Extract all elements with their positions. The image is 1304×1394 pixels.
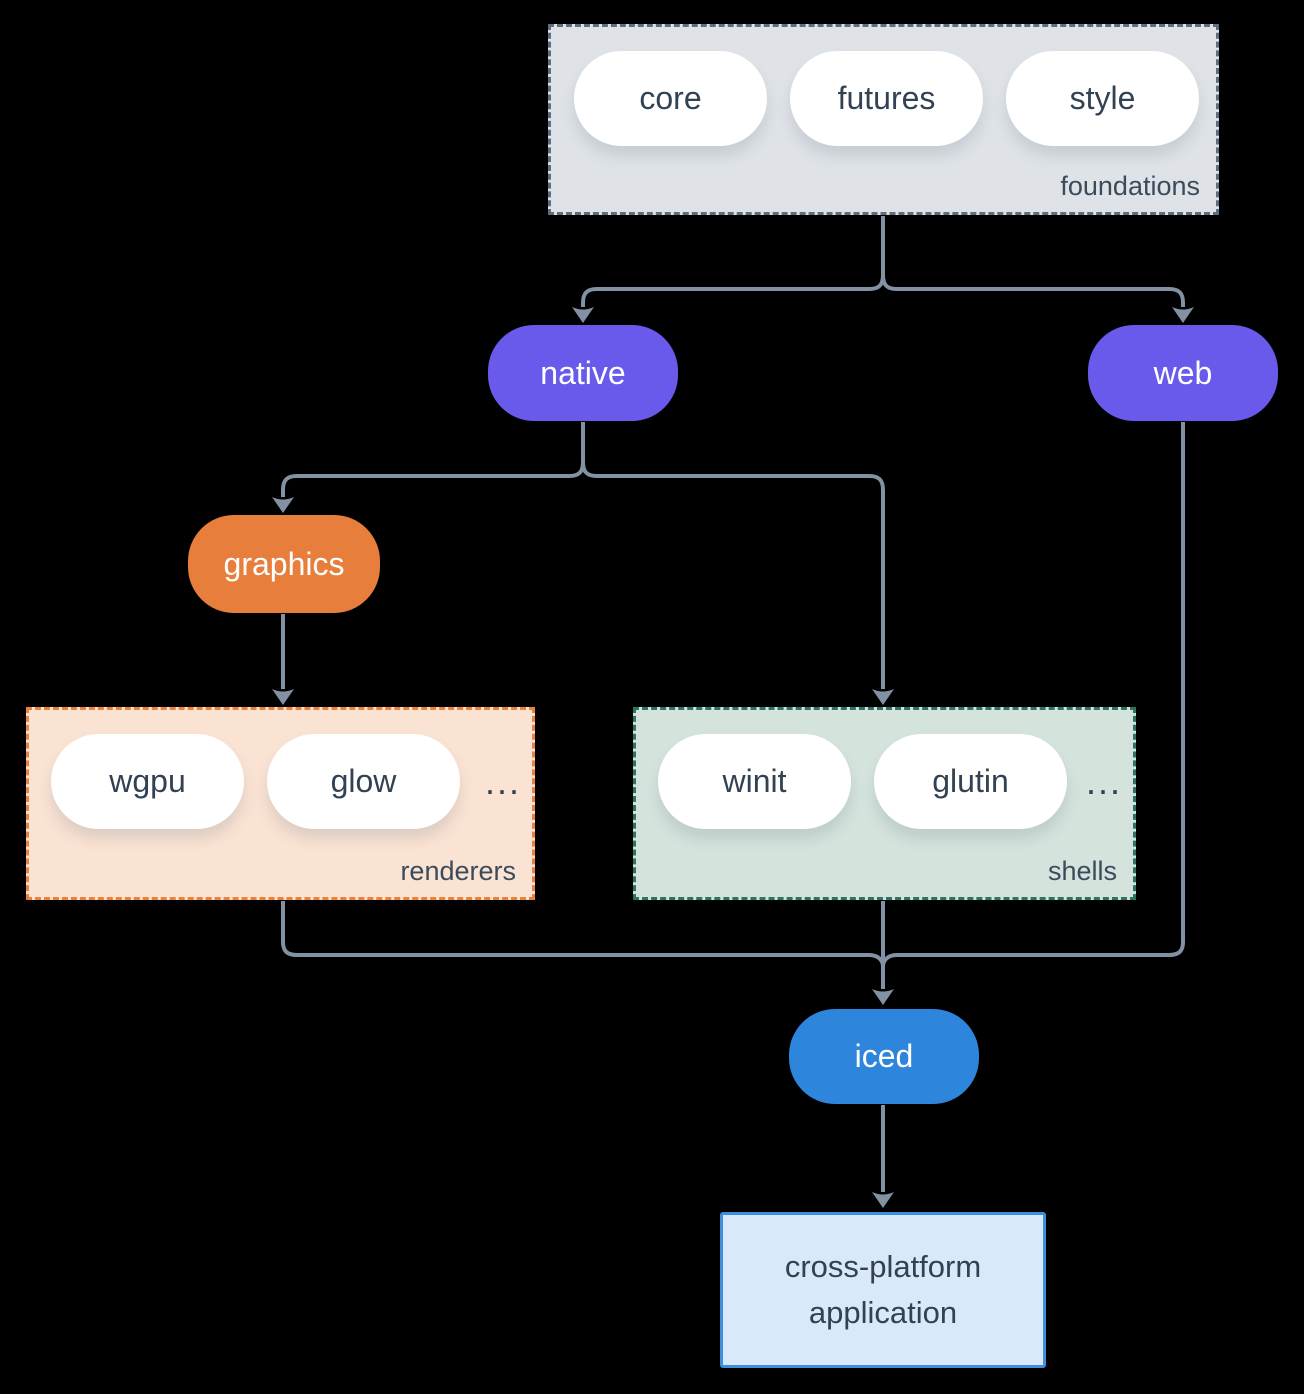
arrowhead-to-graphics [272,497,294,513]
node-wgpu-label: wgpu [109,763,186,799]
node-graphics-label: graphics [223,545,345,582]
shells-ellipsis: ... [1085,760,1122,802]
node-glutin-label: glutin [932,763,1009,799]
foundations-group: core futures style foundations [548,24,1219,215]
arrowhead-to-shells [872,689,894,705]
arrowhead-to-application [872,1192,894,1208]
shells-group: winit glutin ... shells [633,707,1136,900]
connector-foundations-to-native-web [572,216,1194,323]
node-native: native [488,325,678,421]
shells-group-label: shells [1047,856,1117,886]
application-label-line1: cross-platform [784,1249,982,1284]
arrowhead-to-web [1172,307,1194,323]
node-iced-label: iced [854,1038,914,1074]
arrowhead-to-renderers [272,689,294,705]
node-glow: glow [267,734,460,829]
renderers-group-label: renderers [400,856,516,886]
arrowhead-to-iced [872,989,894,1005]
foundations-group-label: foundations [1060,171,1200,201]
renderers-group: wgpu glow ... renderers [26,707,535,900]
node-native-label: native [540,354,626,391]
node-style-label: style [1069,80,1136,116]
node-iced: iced [789,1009,979,1104]
application-label-line2: application [808,1295,958,1330]
node-web-label: web [1153,354,1213,391]
node-wgpu: wgpu [51,734,244,829]
node-winit: winit [658,734,851,829]
node-style: style [1006,51,1199,146]
node-glow-label: glow [330,763,397,799]
node-futures: futures [790,51,983,146]
connector-graphics-to-renderers [272,614,294,705]
node-winit-label: winit [722,763,787,799]
node-futures-label: futures [837,80,936,116]
renderers-ellipsis: ... [484,760,521,802]
arrowhead-to-native [572,307,594,323]
node-web: web [1088,325,1278,421]
node-core: core [574,51,767,146]
node-graphics: graphics [188,515,380,613]
node-cross-platform-application: cross-platform application [720,1212,1046,1368]
connector-iced-to-application [872,1105,894,1208]
node-core-label: core [639,80,702,116]
node-glutin: glutin [874,734,1067,829]
